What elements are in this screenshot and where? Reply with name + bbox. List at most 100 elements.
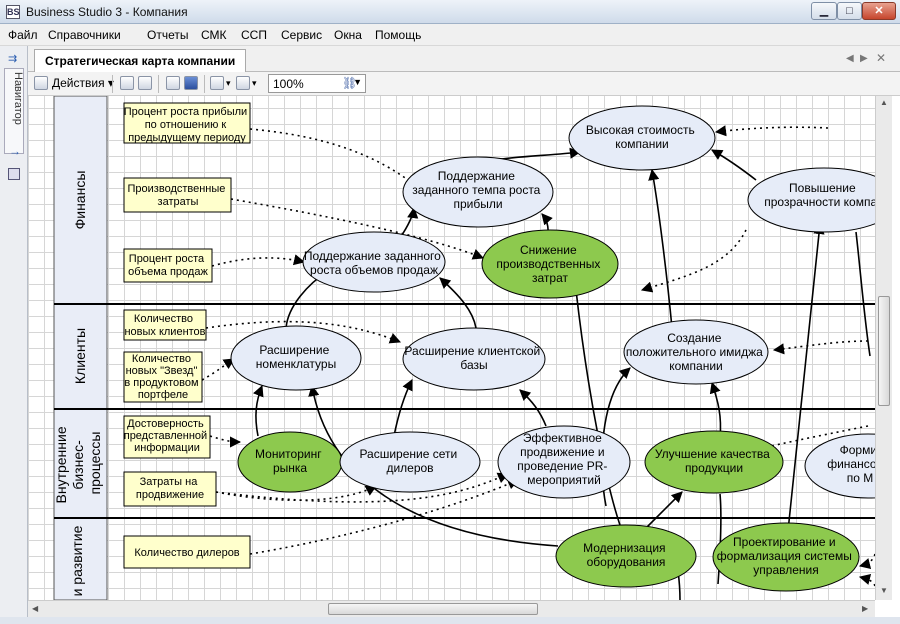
goal-link <box>646 492 682 528</box>
goal-link <box>788 224 820 531</box>
goal-link <box>576 290 624 536</box>
goal-product-range[interactable]: Расширение номенклатуры <box>231 326 361 390</box>
goal-cost-reduction[interactable]: Снижение производственных затрат <box>482 230 618 298</box>
redo-dropdown-icon[interactable]: ▾ <box>252 78 257 94</box>
pin-icon[interactable]: → <box>9 144 21 158</box>
strategy-map: Финансы Клиенты Внутренние бизнес- проце… <box>28 96 875 600</box>
minimize-button[interactable]: ▁ <box>811 2 837 20</box>
indicator-promotion-costs[interactable]: Затраты на продвижение <box>124 472 216 506</box>
goal-equipment-modernization[interactable]: Модернизация оборудования <box>556 525 696 587</box>
indicator-link <box>202 359 234 380</box>
toolbar-separator <box>112 75 113 93</box>
format-icon[interactable] <box>138 76 152 90</box>
vertical-scroll-thumb[interactable] <box>878 296 890 406</box>
goal-client-base[interactable]: Расширение клиентской базы <box>403 328 545 390</box>
menu-help[interactable]: Помощь <box>375 28 421 42</box>
edit-icon[interactable] <box>166 76 180 90</box>
svg-text:Затраты на продвижен: Затраты на продвижение <box>136 476 204 501</box>
goal-pr-promotion[interactable]: Эффективное продвижение и проведение PR-… <box>498 426 630 498</box>
zoom-value: 100% <box>273 77 304 91</box>
indicator-sales-growth[interactable]: Процент роста объема продаж <box>124 249 212 282</box>
goal-market-monitoring[interactable]: Мониторинг рынка <box>238 432 342 492</box>
menu-ssp[interactable]: ССП <box>241 28 267 42</box>
print-icon[interactable] <box>120 76 134 90</box>
indicator-new-clients[interactable]: Количество новых клиентов <box>124 310 206 340</box>
lane-label-clients: Клиенты <box>72 328 88 384</box>
goal-high-company-value[interactable]: Высокая стоимость компании <box>569 106 715 170</box>
menu-service[interactable]: Сервис <box>281 28 322 42</box>
svg-text:Расширение номенклат: Расширение номенклатуры <box>256 343 336 371</box>
status-bar <box>0 617 900 624</box>
menu-references[interactable]: Справочники <box>48 28 121 42</box>
vertical-scrollbar[interactable]: ▲ ▼ <box>875 96 892 600</box>
indicator-dealers-count[interactable]: Количество дилеров <box>124 536 250 568</box>
indicator-new-stars[interactable]: Количество новых "Звезд" в продуктовом п… <box>124 352 202 402</box>
indicator-link <box>212 258 304 266</box>
indicator-link <box>210 436 240 442</box>
menu-bar: Файл Справочники Отчеты СМК ССП Сервис О… <box>0 24 900 46</box>
indicator-link <box>860 577 875 586</box>
app-icon: BS <box>6 5 20 19</box>
goal-management-system[interactable]: Проектирование и формализация системы уп… <box>713 523 859 591</box>
lane-label-finance: Финансы <box>72 171 88 230</box>
svg-text:Количество дилеров: Количество дилеров <box>134 547 239 559</box>
svg-text:Эффективное продвиже: Эффективное продвижение и проведение PR-… <box>517 431 611 487</box>
goal-dealer-network[interactable]: Расширение сети дилеров <box>340 432 480 492</box>
redo-icon[interactable] <box>236 76 250 90</box>
undo-icon[interactable] <box>210 76 224 90</box>
title-bar: BS Business Studio 3 - Компания ▁ □ ✕ <box>0 0 900 24</box>
tab-strategic-map[interactable]: Стратегическая карта компании <box>34 49 246 72</box>
indicator-production-costs[interactable]: Производственные затраты <box>124 178 231 212</box>
close-button[interactable]: ✕ <box>862 2 896 20</box>
goal-sales-growth[interactable]: Поддержание заданного роста объемов прод… <box>303 232 445 292</box>
indicator-link <box>250 129 416 186</box>
svg-text:Процент роста объема: Процент роста объема продаж <box>128 253 208 278</box>
svg-text:Количество новых кли: Количество новых клиентов <box>124 313 205 338</box>
toolbar-separator <box>158 75 159 93</box>
actions-icon <box>34 76 48 90</box>
tab-next-icon[interactable]: ▶ <box>860 53 868 64</box>
goal-link <box>712 150 756 180</box>
goal-link <box>856 232 870 356</box>
link-icon[interactable]: ⛓ <box>342 76 357 92</box>
window-title: Business Studio 3 - Компания <box>26 5 188 19</box>
goal-financial-formation[interactable]: Форми финансово по М <box>805 434 875 498</box>
indicator-link <box>716 127 828 132</box>
undo-dropdown-icon[interactable]: ▾ <box>226 78 231 94</box>
diagram-canvas[interactable]: Финансы Клиенты Внутренние бизнес- проце… <box>28 96 875 600</box>
toolbar-separator <box>204 75 205 93</box>
scroll-down-icon[interactable]: ▼ <box>880 586 888 595</box>
goal-positive-image[interactable]: Создание положительного имиджа компании <box>624 320 768 384</box>
document-tab-bar: Стратегическая карта компании ◀ ▶ ✕ <box>28 46 900 72</box>
lane-label-development: и развитие <box>69 525 85 596</box>
goal-profit-growth[interactable]: Поддержание заданного темпа роста прибыл… <box>403 157 553 227</box>
maximize-button[interactable]: □ <box>837 2 862 20</box>
indicator-info-reliability[interactable]: Достоверность представленной информации <box>124 416 211 458</box>
horizontal-scrollbar[interactable]: ◀ ▶ <box>28 600 875 617</box>
navigator-tab[interactable]: Навигатор <box>4 68 24 154</box>
navigator-menu-icon[interactable]: ⇉ <box>8 52 17 65</box>
goal-link <box>256 386 262 436</box>
menu-reports[interactable]: Отчеты <box>147 28 188 42</box>
scroll-right-icon[interactable]: ▶ <box>862 604 868 613</box>
goal-quality-improvement[interactable]: Улучшение качества продукции <box>645 431 783 493</box>
save-icon[interactable] <box>184 76 198 90</box>
indicator-link <box>774 341 868 350</box>
scroll-left-icon[interactable]: ◀ <box>32 604 38 613</box>
navigator-panel: ⇉ Навигатор → <box>0 46 28 624</box>
tab-close-icon[interactable]: ✕ <box>876 51 886 65</box>
toolbar: Действия ▾ ▾ ▾ 100% ▼ ⛓ <box>28 72 900 96</box>
menu-file[interactable]: Файл <box>8 28 38 42</box>
svg-text:Достоверность предст: Достоверность представленной информации <box>124 418 211 454</box>
menu-windows[interactable]: Окна <box>334 28 362 42</box>
indicator-link <box>860 554 875 566</box>
horizontal-scroll-thumb[interactable] <box>328 603 538 615</box>
indicators: Процент роста прибыли по отношению к пре… <box>124 103 251 568</box>
menu-smk[interactable]: СМК <box>201 28 227 42</box>
scroll-up-icon[interactable]: ▲ <box>880 98 888 107</box>
indicator-profit-growth[interactable]: Процент роста прибыли по отношению к пре… <box>124 103 250 144</box>
tab-prev-icon[interactable]: ◀ <box>846 53 854 64</box>
goal-transparency[interactable]: Повышение прозрачности компан <box>748 168 875 232</box>
navigator-icon[interactable] <box>8 168 20 180</box>
actions-button[interactable]: Действия ▾ <box>52 76 114 92</box>
